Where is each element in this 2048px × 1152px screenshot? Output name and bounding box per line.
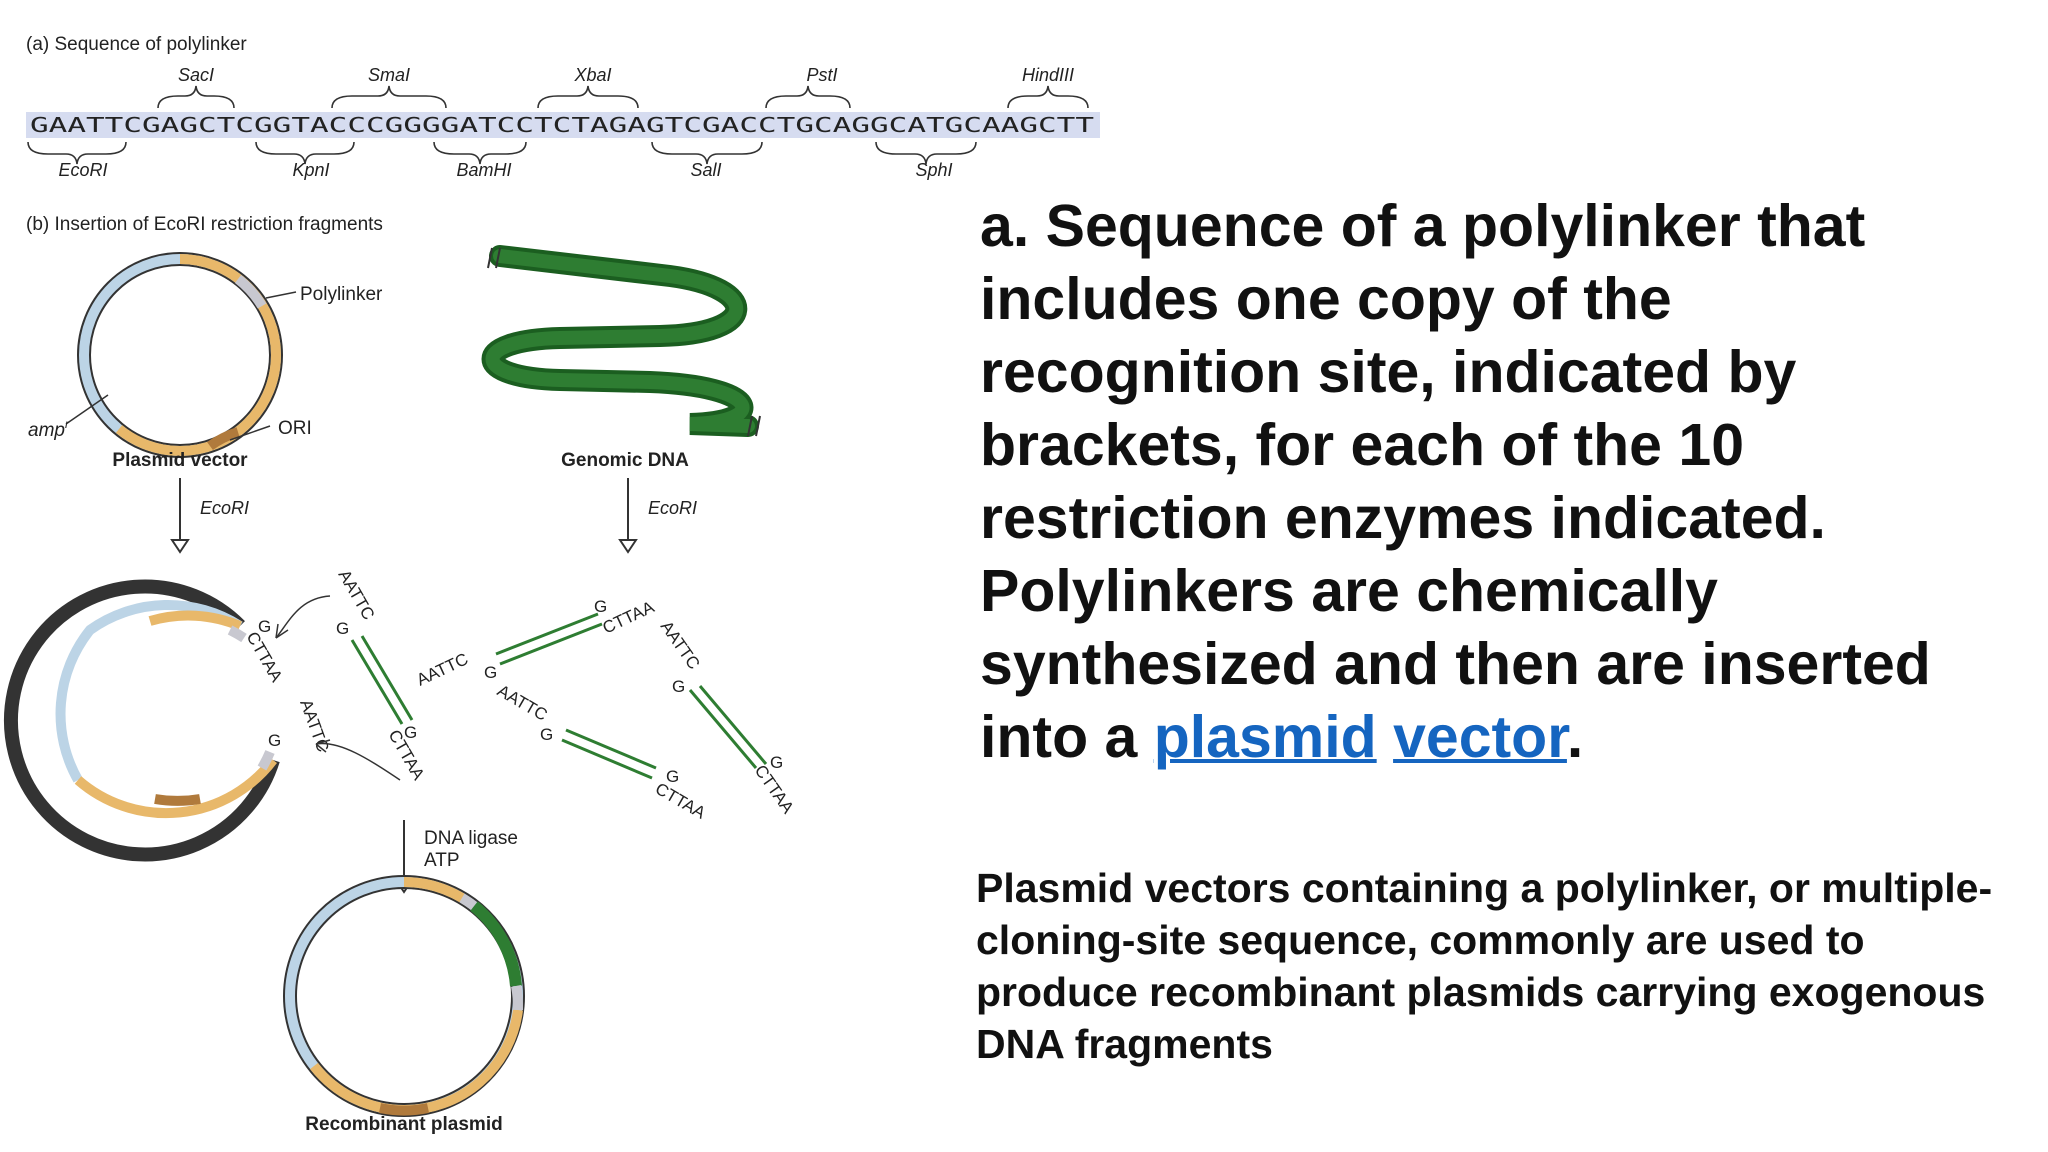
polylinker-figure: (a) Sequence of polylinker GAATTCGAGCTCG… <box>3 34 1100 1135</box>
main-caption-text: a. Sequence of a polylinker that include… <box>980 193 1931 770</box>
fragment-1 <box>350 635 414 725</box>
frag1-cttaa: CTTAA <box>385 727 429 784</box>
polylinker-pointer <box>265 291 297 299</box>
panel-b-title: (b) Insertion of EcoRI restriction fragm… <box>26 214 383 235</box>
site-label-hindiii: HindIII <box>1022 65 1074 85</box>
ori-pointer <box>229 425 271 441</box>
frag1-g-bottom: G <box>404 723 417 742</box>
amp-sup: r <box>65 417 70 431</box>
fragment-2 <box>495 612 603 666</box>
site-label-ecori: EcoRI <box>58 160 107 180</box>
frag2-g-left: G <box>484 663 497 682</box>
sequence-highlight <box>26 112 1100 138</box>
ecori-label-left: EcoRI <box>200 498 249 518</box>
site-label-kpni: KpnI <box>292 160 329 180</box>
polylinker-sequence: GAATTCGAGCTCGGTACCCGGGGATCCTCTAGAGTCGACC… <box>30 113 1094 137</box>
site-label-xbai: XbaI <box>573 65 611 85</box>
site-label-saci: SacI <box>178 65 214 85</box>
plasmid-sticky-aattc-bottom: AATTC <box>296 697 332 755</box>
genomic-dna <box>481 245 759 437</box>
recombinant-plasmid <box>283 875 525 1117</box>
genomic-dna-label: Genomic DNA <box>561 450 689 471</box>
plasmid-vector <box>77 252 283 458</box>
site-label-smai: SmaI <box>368 65 410 85</box>
annealing-arrows <box>275 595 401 781</box>
frag2-cttaa: CTTAA <box>600 597 658 638</box>
ecori-arrows <box>170 478 638 894</box>
fragment-3 <box>561 728 657 780</box>
plasmid-sticky-g-top: G <box>258 617 271 636</box>
amp-pointer <box>65 394 109 425</box>
plasmid-vector-label: Plasmid vector <box>112 450 248 471</box>
frag3-cttaa: CTTAA <box>652 779 709 823</box>
frag2-aattc: AATTC <box>414 649 471 689</box>
ligase-label: DNA ligase <box>424 828 518 849</box>
genomic-dna-breaks <box>487 247 761 437</box>
frag4-g-bottom: G <box>770 753 783 772</box>
atp-label: ATP <box>424 850 460 871</box>
recombinant-plasmid-label: Recombinant plasmid <box>305 1114 502 1135</box>
amp-label: ampr <box>28 417 70 441</box>
plasmid-sticky-cttaa-top: CTTAA <box>243 629 287 686</box>
fragment-4 <box>688 685 768 769</box>
cut-plasmid <box>3 579 280 862</box>
ecori-label-right: EcoRI <box>648 498 697 518</box>
ori-label: ORI <box>278 418 312 439</box>
frag3-aattc: AATTC <box>494 681 551 725</box>
site-brackets-bottom <box>27 141 977 165</box>
main-caption-period: . <box>1566 704 1584 770</box>
sub-caption: Plasmid vectors containing a polylinker,… <box>976 865 1993 1067</box>
main-caption: a. Sequence of a polylinker that include… <box>980 190 2000 774</box>
site-label-sali: SalI <box>690 160 721 180</box>
site-label-bamhi: BamHI <box>456 160 511 180</box>
frag1-aattc: AATTC <box>335 567 379 624</box>
panel-a-title: (a) Sequence of polylinker <box>26 34 247 55</box>
frag4-g-top: G <box>672 677 685 696</box>
site-label-psti: PstI <box>806 65 837 85</box>
plasmid-sticky-g-bottom: G <box>268 731 281 750</box>
site-brackets-top <box>157 85 1089 109</box>
vector-link[interactable]: vector <box>1393 704 1567 770</box>
site-label-sphi: SphI <box>915 160 952 180</box>
frag2-g-right: G <box>594 597 607 616</box>
frag1-g-top: G <box>336 619 349 638</box>
frag3-g-right: G <box>666 767 679 786</box>
frag4-aattc: AATTC <box>657 617 704 673</box>
plasmid-link[interactable]: plasmid <box>1153 704 1377 770</box>
polylinker-label: Polylinker <box>300 284 383 305</box>
frag3-g-left: G <box>540 725 553 744</box>
